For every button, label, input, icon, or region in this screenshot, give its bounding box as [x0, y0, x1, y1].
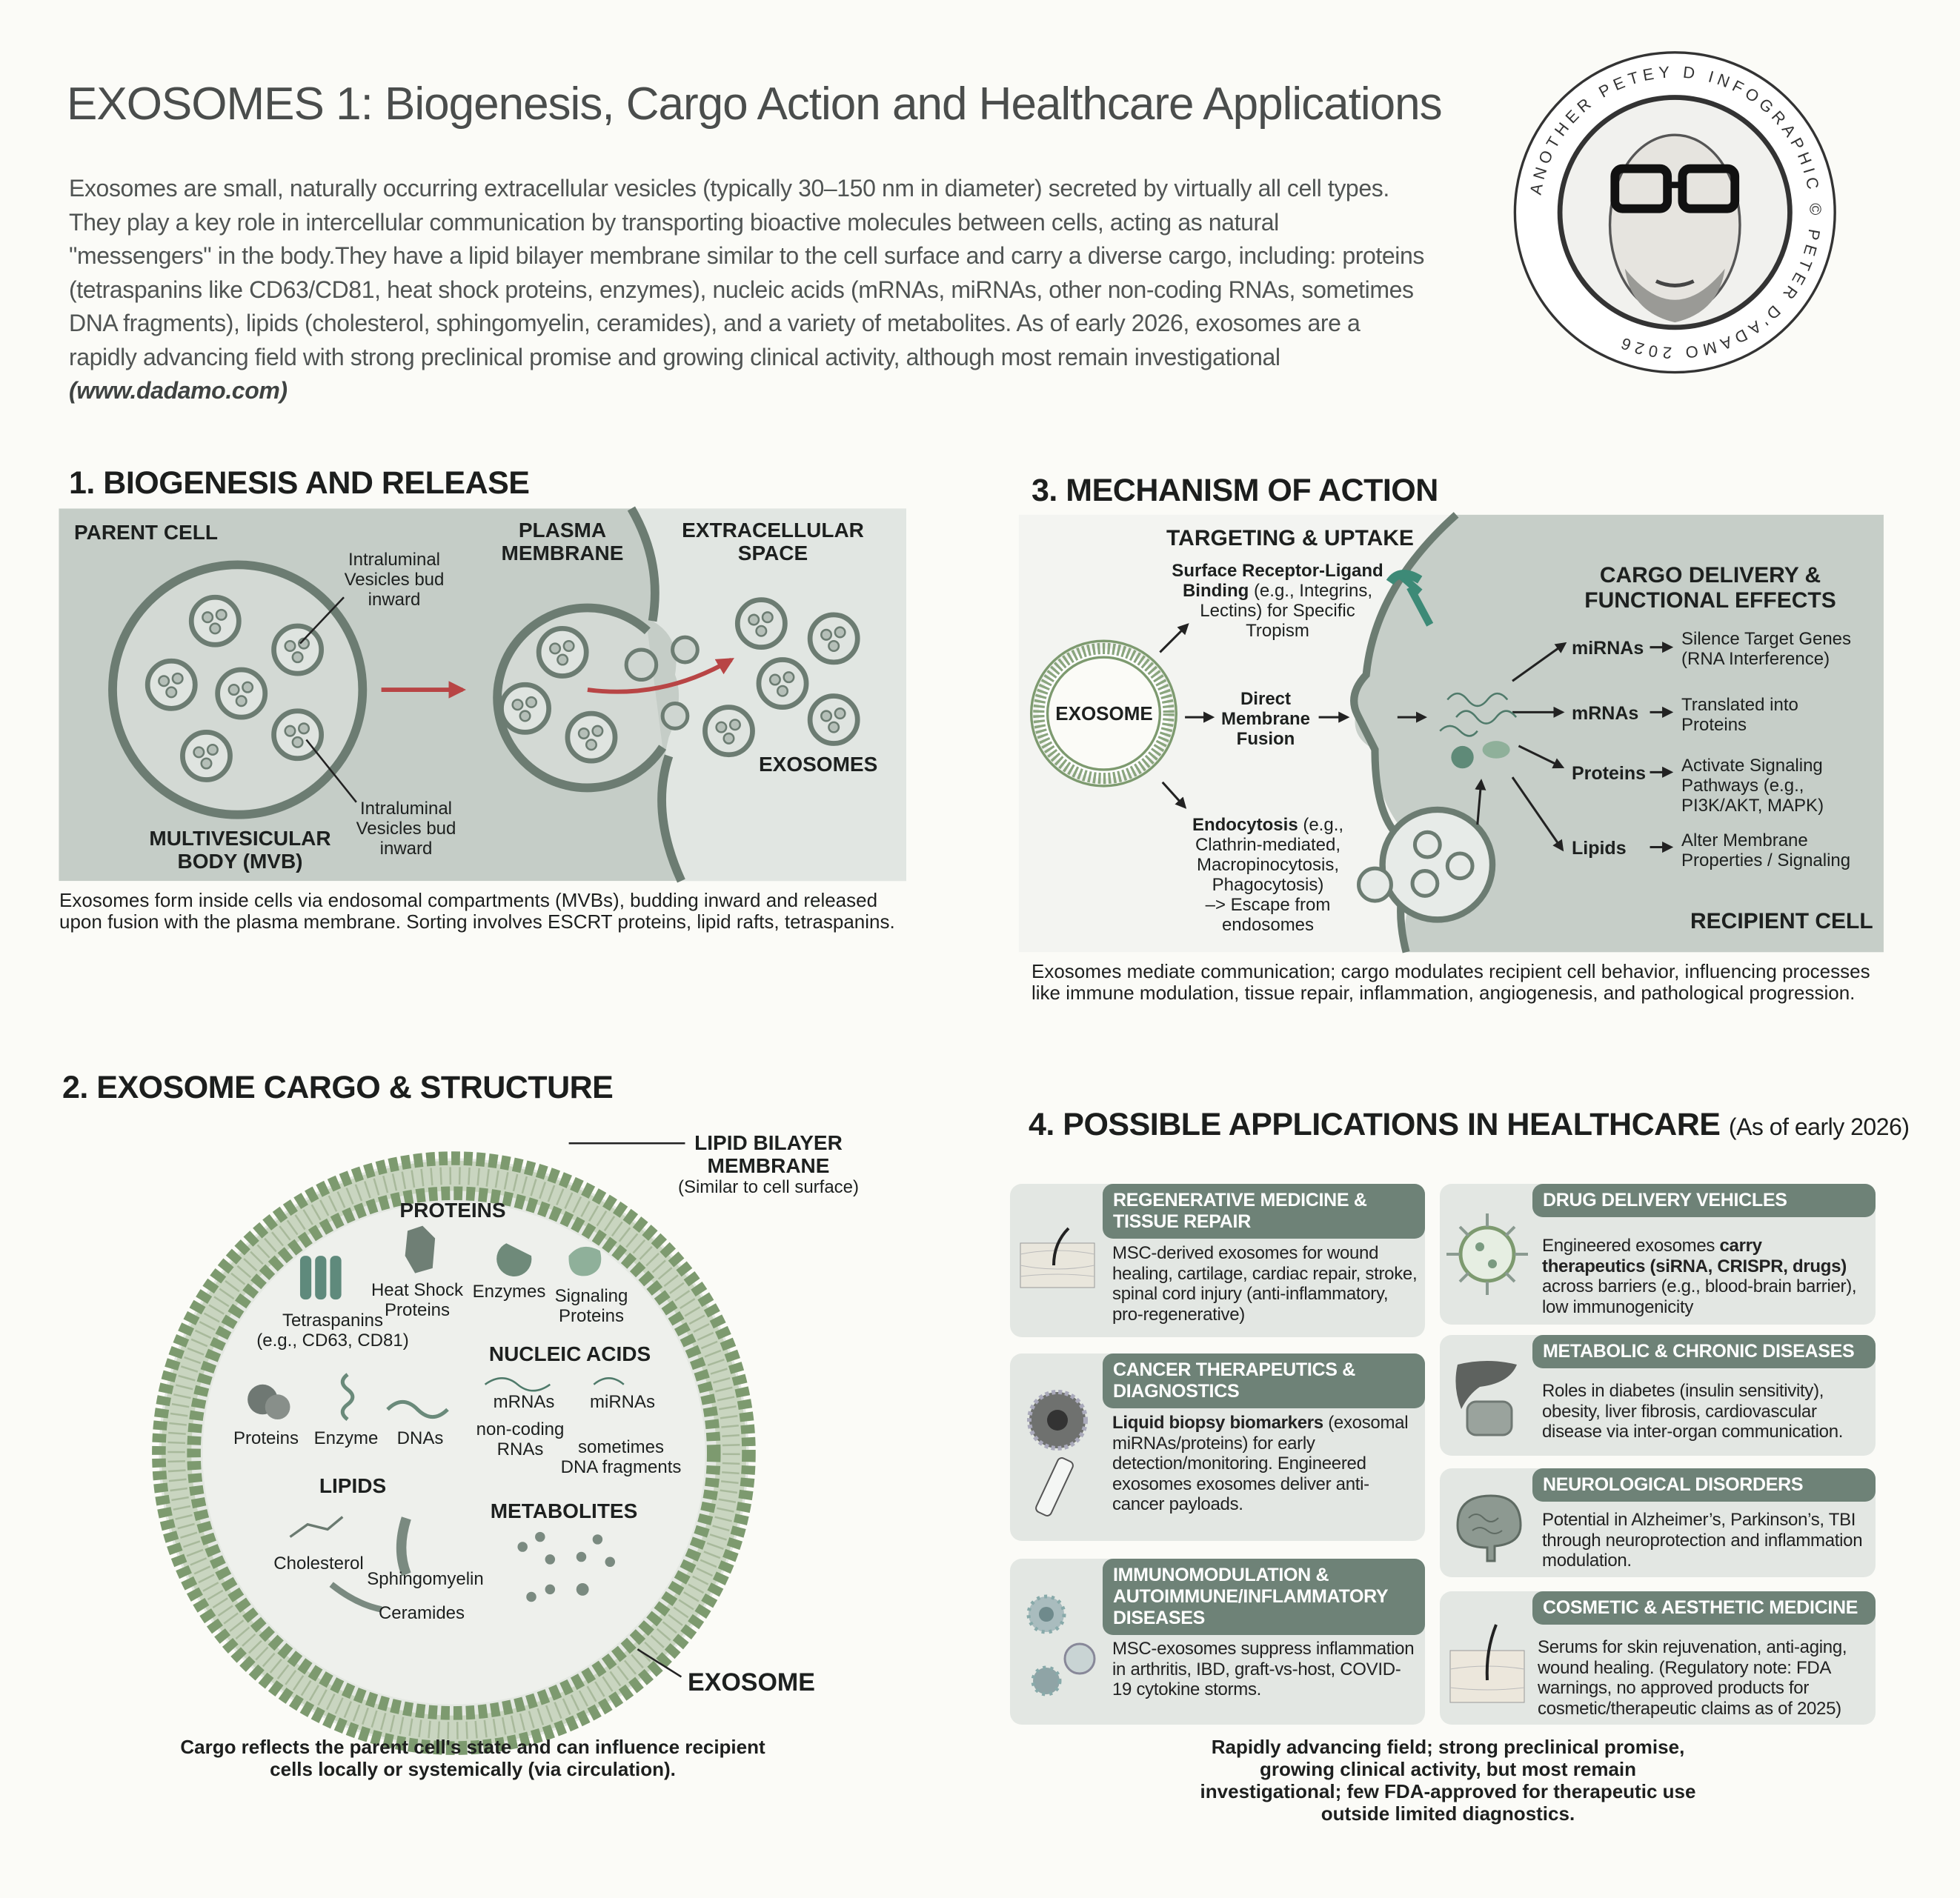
nucleic-acids-heading: NUCLEIC ACIDS [488, 1342, 651, 1365]
recipient-cell-label: RECIPIENT CELL [1690, 909, 1873, 933]
exosome-structure-diagram [152, 1142, 756, 1755]
tumor-cell-icon [1027, 1390, 1088, 1516]
mechanism-diagram [1018, 512, 1884, 953]
section-3-heading: 3. MECHANISM OF ACTION [1032, 473, 1438, 508]
biogenesis-diagram [59, 506, 906, 883]
enzyme-small-label: Enzyme [313, 1428, 379, 1448]
ceramides-label: Ceramides [378, 1603, 465, 1623]
effect-mirnas: Silence Target Genes(RNA Interference) [1681, 629, 1852, 669]
brain-icon [1456, 1494, 1522, 1562]
proteins-heading: PROTEINS [399, 1199, 506, 1222]
skin-hair-icon [1449, 1624, 1525, 1703]
section-2-caption: Cargo reflects the parent cell's state a… [180, 1736, 765, 1780]
cargo-mrnas: mRNAs [1572, 703, 1639, 724]
application-card: IMMUNOMODULATION & AUTOIMMUNE/INFLAMMATO… [1010, 1559, 1425, 1725]
website-link[interactable]: (www.dadamo.com) [69, 377, 288, 404]
mirnas-label: miRNAs [590, 1392, 655, 1412]
page-title: EXOSOMES 1: Biogenesis, Cargo Action and… [67, 79, 1443, 130]
proteins-small-label: Proteins [233, 1428, 299, 1448]
cargo-delivery-title: CARGO DELIVERY &FUNCTIONAL EFFECTS [1584, 563, 1836, 613]
cholesterol-label: Cholesterol [273, 1554, 364, 1574]
cargo-mirnas: miRNAs [1572, 638, 1644, 659]
lipids-heading: LIPIDS [319, 1474, 387, 1497]
cargo-lipids: Lipids [1572, 838, 1627, 859]
parent-cell-label: PARENT CELL [74, 521, 218, 544]
mrnas-label: mRNAs [493, 1392, 555, 1412]
application-card: DRUG DELIVERY VEHICLES Engineered exosom… [1440, 1184, 1876, 1325]
endocytosis-label: Endocytosis (e.g.,Clathrin-mediated,Macr… [1192, 815, 1344, 935]
section-3-caption: Exosomes mediate communication; cargo mo… [1032, 960, 1870, 1004]
sphingomyelin-label: Sphingomyelin [367, 1569, 484, 1589]
cargo-proteins: Proteins [1572, 763, 1647, 784]
exosome-label: EXOSOME [1055, 702, 1153, 725]
section-1-heading: 1. BIOGENESIS AND RELEASE [69, 465, 530, 501]
section-2-heading: 2. EXOSOME CARGO & STRUCTURE [62, 1070, 614, 1105]
intro-paragraph: Exosomes are small, naturally occurring … [69, 175, 1424, 404]
application-card: COSMETIC & AESTHETIC MEDICINE Serums for… [1440, 1591, 1876, 1725]
section-1-caption: Exosomes form inside cells via endosomal… [59, 889, 895, 933]
application-card: REGENERATIVE MEDICINE & TISSUE REPAIR MS… [1010, 1184, 1425, 1337]
skin-wound-icon [1020, 1227, 1095, 1288]
section-4-footer: Rapidly advancing field; strong preclini… [1200, 1736, 1696, 1825]
dnas-label: DNAs [396, 1428, 444, 1448]
enzymes-label: Enzymes [472, 1282, 546, 1302]
tetraspanins-label: Tetraspanins(e.g., CD63, CD81) [256, 1311, 409, 1351]
application-card: METABOLIC & CHRONIC DISEASES Roles in di… [1440, 1335, 1876, 1456]
application-card: NEUROLOGICAL DISORDERS Potential in Alzh… [1440, 1468, 1876, 1577]
exosome-structure-label: EXOSOME [688, 1668, 815, 1696]
loaded-exosome-icon [1446, 1213, 1528, 1295]
application-card: CANCER THERAPEUTICS & DIAGNOSTICS Liquid… [1010, 1353, 1425, 1541]
immune-cell-icon [1026, 1594, 1096, 1696]
exosomes-label: EXOSOMES [759, 753, 878, 776]
liver-intestine-icon [1455, 1361, 1517, 1436]
author-seal: ANOTHER PETEY D INFOGRAPHIC © PETER D'AD… [1513, 51, 1836, 374]
section-4-heading: 4. POSSIBLE APPLICATIONS IN HEALTHCARE (… [1029, 1107, 1910, 1142]
metabolites-heading: METABOLITES [490, 1499, 638, 1522]
targeting-uptake-label: TARGETING & UPTAKE [1166, 526, 1414, 550]
